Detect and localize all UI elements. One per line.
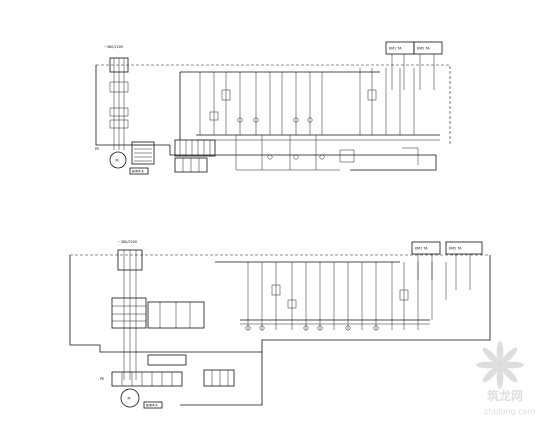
watermark: 筑龙网 zhulong.com bbox=[476, 341, 535, 416]
upper-schematic: ~380/220V M PE BMM-A bbox=[95, 41, 451, 175]
upper-relay-section bbox=[339, 68, 419, 165]
lower-terminal-blocks bbox=[111, 354, 235, 387]
lower-phase-conductors bbox=[111, 270, 205, 380]
lower-motor-label: M bbox=[128, 397, 131, 401]
upper-heater-block bbox=[131, 141, 155, 165]
upper-km1-label: KM1 TA bbox=[389, 47, 402, 51]
lower-plate-label: BMM-A bbox=[146, 404, 158, 408]
upper-contact-boxes: KM1 TA KM2 TA bbox=[385, 41, 443, 90]
upper-plate-label: BMM-A bbox=[132, 170, 144, 174]
upper-plate bbox=[129, 167, 149, 175]
upper-km2-box bbox=[413, 41, 443, 55]
lower-pe-label: PE bbox=[100, 377, 104, 381]
lower-supply-label: ~380/220V bbox=[118, 240, 138, 244]
lower-plate bbox=[143, 401, 163, 409]
lower-motor bbox=[120, 388, 140, 408]
lower-schematic: ~380/220V bbox=[69, 240, 491, 409]
lower-km2-box bbox=[445, 241, 483, 255]
watermark-logo-icon bbox=[476, 341, 524, 389]
lower-control-branches bbox=[240, 262, 430, 331]
watermark-brand: 筑龙网 bbox=[487, 388, 523, 403]
upper-terminal-strip bbox=[174, 139, 216, 173]
upper-km2-label: KM2 TA bbox=[417, 47, 430, 51]
upper-pe-label: PE bbox=[95, 147, 99, 151]
lower-contact-boxes: KM1 TA KM2 TA bbox=[411, 241, 483, 290]
lower-km1-box bbox=[411, 241, 441, 255]
upper-control-branches bbox=[196, 72, 440, 171]
upper-supply-label: ~380/220V bbox=[104, 45, 124, 49]
lower-frame bbox=[69, 255, 491, 406]
upper-motor-label: M bbox=[116, 159, 119, 163]
lower-km1-label: KM1 TA bbox=[415, 247, 428, 251]
upper-frame bbox=[95, 65, 437, 171]
lower-contactor-block bbox=[111, 297, 147, 329]
upper-phase-conductors bbox=[109, 72, 129, 150]
lower-km2-label: KM2 TA bbox=[449, 247, 462, 251]
upper-motor bbox=[109, 151, 127, 169]
watermark-url: zhulong.com bbox=[484, 407, 535, 416]
upper-dashed-frame bbox=[96, 64, 451, 145]
